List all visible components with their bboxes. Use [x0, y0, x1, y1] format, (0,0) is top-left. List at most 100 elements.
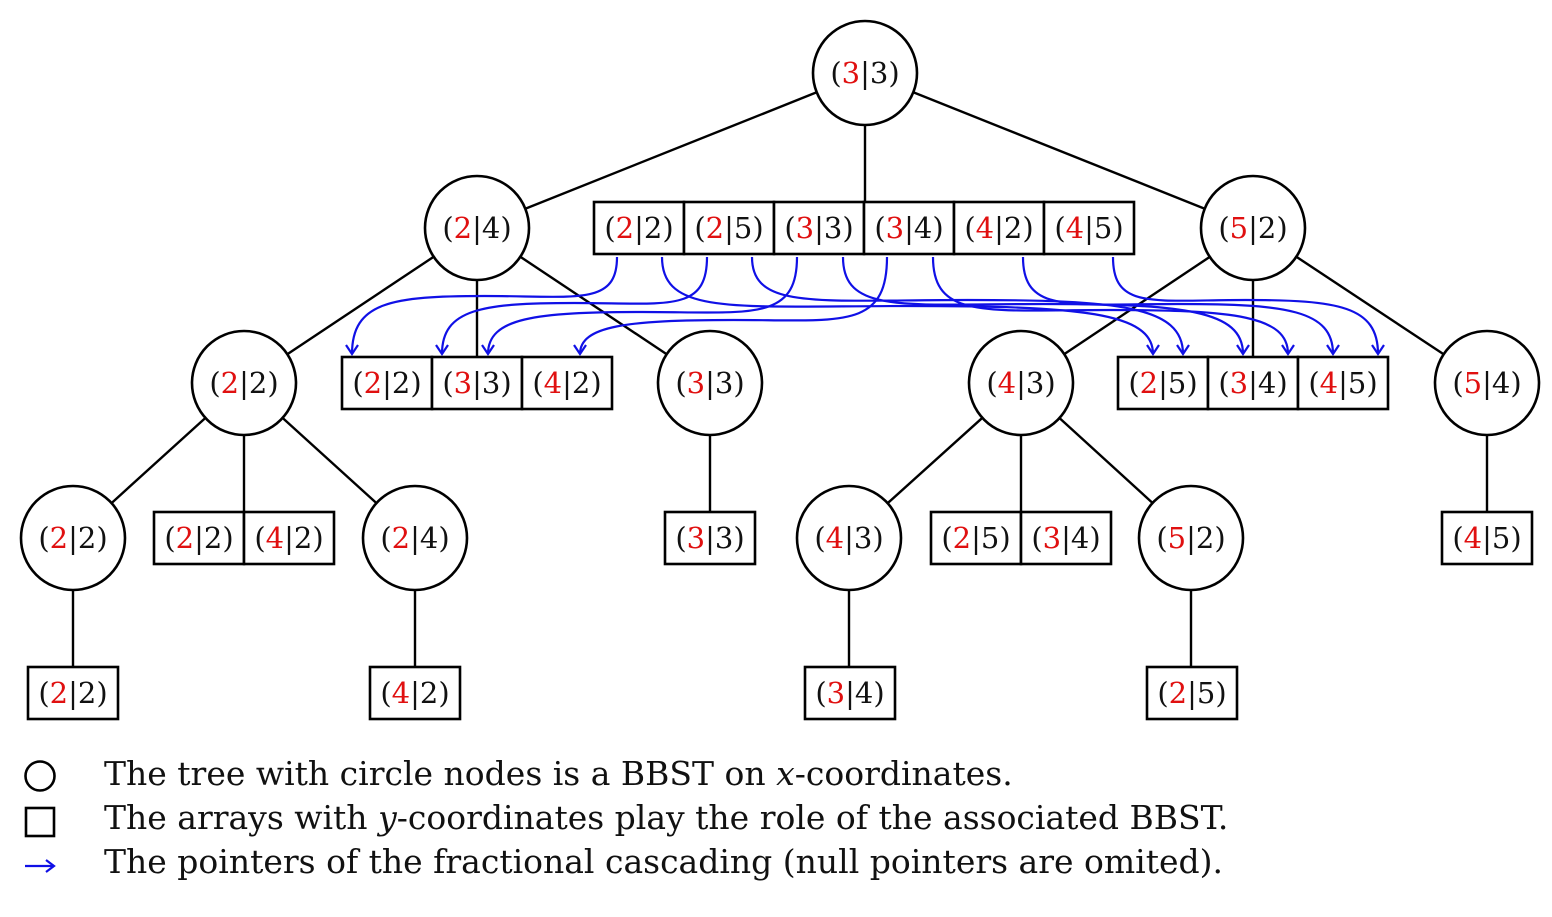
node-label: (5|2)	[1218, 211, 1287, 245]
tree-node-rll: (4|3)	[795, 484, 903, 592]
square-icon	[24, 806, 56, 838]
array-cell-label: (2|5)	[1157, 676, 1226, 710]
tree-edge	[281, 417, 378, 504]
array-root_array: (2|2) (2|5) (3|3) (3|4) (4|2) (4|5)	[592, 200, 1136, 256]
array-cell-label: (3|4)	[815, 676, 884, 710]
pointer-arrowhead	[1236, 344, 1250, 356]
arrow-icon	[25, 859, 56, 873]
tree-node-lll: (2|2)	[19, 484, 127, 592]
array-cell-label: (4|5)	[1054, 211, 1123, 245]
node-label: (4|3)	[986, 366, 1055, 400]
tree-node-rr: (5|4)	[1433, 329, 1541, 437]
cascading-pointer	[486, 256, 799, 355]
array-ll_array: (2|2) (4|2)	[152, 510, 336, 566]
array-cell-label: (2|2)	[352, 366, 421, 400]
array-cell-label: (2|5)	[694, 211, 763, 245]
cascading-pointer	[750, 256, 1185, 355]
tree-edge	[912, 91, 1206, 210]
array-cell	[1296, 355, 1390, 411]
node-label: (5|2)	[1156, 521, 1225, 555]
node-circle	[811, 19, 919, 127]
legend-text-circle: The tree with circle nodes is a BBST on …	[104, 754, 1013, 793]
node-label: (5|4)	[1452, 366, 1521, 400]
node-label: (4|3)	[814, 521, 883, 555]
array-right_array: (2|5)(3|4)(4|5)	[1116, 355, 1390, 411]
array-cell	[520, 355, 614, 411]
array-cell-label: (3|4)	[874, 211, 943, 245]
array-cell-label: (4|2)	[532, 366, 601, 400]
tree-node-ll: (2|2)	[190, 329, 298, 437]
array-cell	[803, 665, 897, 721]
node-label: (2|4)	[442, 211, 511, 245]
pointer-arrowhead	[1176, 344, 1190, 356]
cascading-pointers	[345, 256, 1385, 356]
legend-text-square: The arrays with y-coordinates play the r…	[104, 798, 1229, 837]
cascading-pointer	[1111, 256, 1380, 355]
node-circle	[1137, 484, 1245, 592]
array-cell-label: (4|2)	[380, 676, 449, 710]
node-circle	[795, 484, 903, 592]
array-rl_array: (2|5)(3|4)	[929, 510, 1113, 566]
tree-node-right: (5|2)	[1199, 174, 1307, 282]
legend-text-arrow: The pointers of the fractional cascading…	[104, 842, 1224, 881]
array-rr_array: (4|5)	[1440, 510, 1534, 566]
tree-node-lr: (3|3)	[656, 329, 764, 437]
tree-shapes: (3|3) (2|4) (5|2) (2|2) (3|3) (4|3) (5|4) (2|2)…	[19, 19, 1541, 721]
cascading-pointer	[660, 256, 1155, 355]
pointer-arrowhead	[1281, 344, 1295, 356]
array-cell	[26, 665, 120, 721]
array-cell	[368, 665, 462, 721]
node-circle	[361, 484, 469, 592]
pointer-arrowhead	[481, 344, 495, 356]
array-cell-label: (4|2)	[964, 211, 1033, 245]
node-circle	[1433, 329, 1541, 437]
node-label: (3|3)	[675, 366, 744, 400]
cascading-pointer	[1021, 256, 1335, 355]
array-cell-label: (3|4)	[1218, 366, 1287, 400]
pointer-arrowhead	[1326, 344, 1340, 356]
array-cell	[340, 355, 434, 411]
node-circle	[967, 329, 1075, 437]
node-circle	[656, 329, 764, 437]
range-tree-diagram: (3|3) (2|4) (5|2) (2|2) (3|3) (4|3) (5|4) (2|2)…	[19, 19, 1541, 721]
node-label: (2|2)	[38, 521, 107, 555]
array-cell	[682, 200, 776, 256]
tree-edge	[519, 255, 668, 356]
node-circle	[19, 484, 127, 592]
array-cell	[1116, 355, 1210, 411]
tree-node-rlr: (5|2)	[1137, 484, 1245, 592]
pointer-arrowhead	[573, 344, 587, 356]
array-cell-label: (4|5)	[1452, 521, 1521, 555]
pointer-arrowhead	[1146, 344, 1160, 356]
node-circle	[423, 174, 531, 282]
pointer-arrowhead	[435, 344, 449, 356]
array-cell-label: (2|2)	[164, 521, 233, 555]
array-cell-label: (2|2)	[604, 211, 673, 245]
cascading-pointer	[350, 256, 619, 355]
array-cell-label: (4|2)	[254, 521, 323, 555]
node-label: (2|4)	[380, 521, 449, 555]
pointer-arrowhead	[345, 344, 359, 356]
tree-node-llr: (2|4)	[361, 484, 469, 592]
tree-node-rl: (4|3)	[967, 329, 1075, 437]
node-label: (2|2)	[209, 366, 278, 400]
tree-node-left: (2|4)	[423, 174, 531, 282]
array-cell	[772, 200, 866, 256]
cascading-pointer	[440, 256, 709, 355]
array-left_array: (2|2)(3|3)(4|2)	[340, 355, 614, 411]
array-rlr_array: (2|5)	[1145, 665, 1239, 721]
pointer-arrowhead	[1371, 344, 1385, 356]
array-cell	[1145, 665, 1239, 721]
array-llr_array: (4|2)	[368, 665, 462, 721]
array-rll_array: (3|4)	[803, 665, 897, 721]
array-cell-label: (3|4)	[1031, 521, 1100, 555]
array-cell-label: (3|3)	[675, 521, 744, 555]
tree-node-root: (3|3)	[811, 19, 919, 127]
array-cell	[1042, 200, 1136, 256]
tree-edge	[110, 417, 207, 504]
tree-edge	[1058, 417, 1154, 504]
cascading-pointer	[841, 256, 1245, 355]
array-cell-label: (4|5)	[1308, 366, 1377, 400]
array-cell-label: (3|3)	[784, 211, 853, 245]
array-cell-label: (2|2)	[38, 676, 107, 710]
